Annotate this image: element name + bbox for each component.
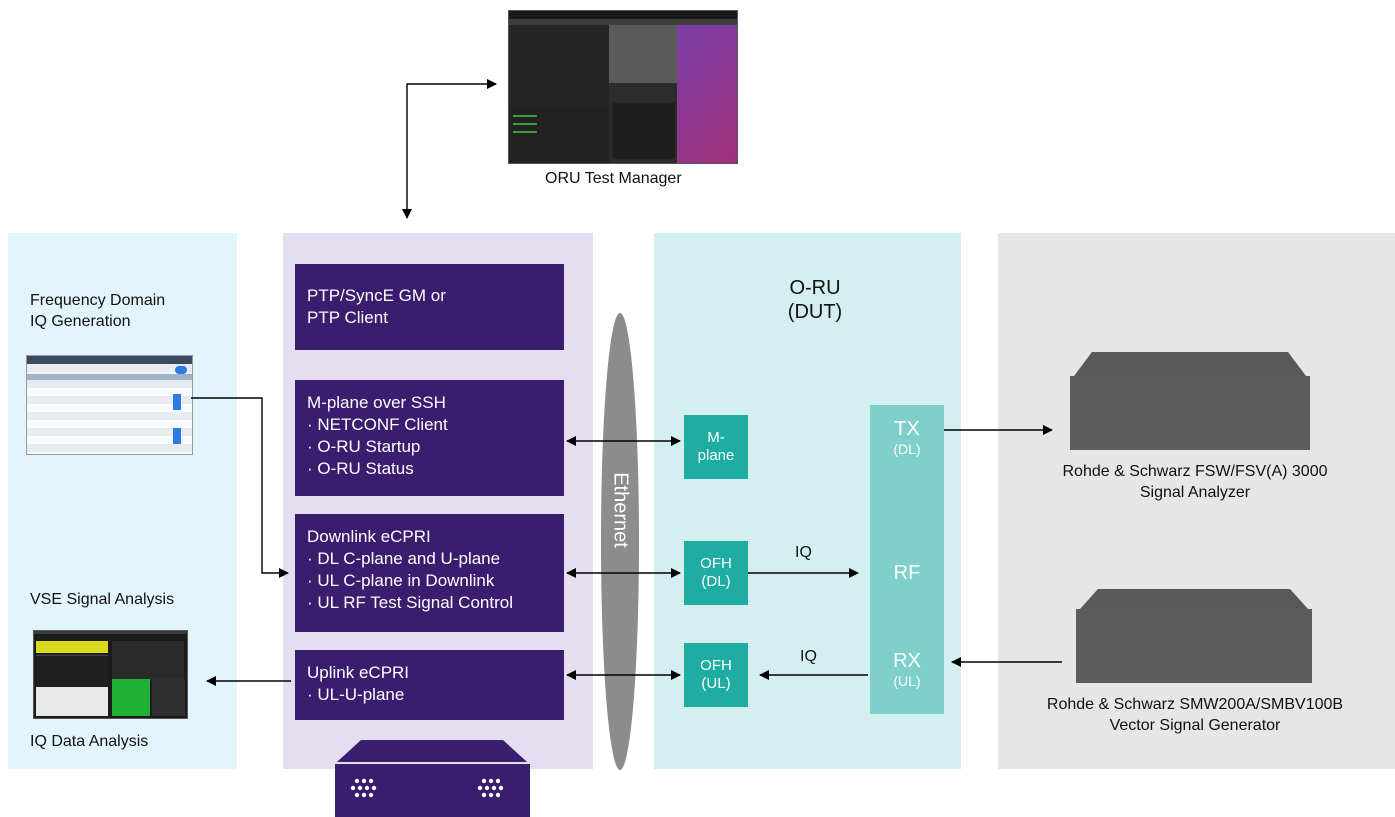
- vse-signal-analysis-title: VSE Signal Analysis: [30, 591, 175, 608]
- oru-title: O-RU (DUT): [760, 276, 870, 324]
- oru-title-line-2: (DUT): [787, 301, 843, 323]
- test-hardware-port-left: [350, 778, 377, 798]
- tx-sub-text: (DL): [893, 441, 921, 457]
- oru-test-manager-label: ORU Test Manager: [545, 170, 682, 187]
- iq-dl-label: IQ: [795, 544, 812, 561]
- downlink-line-3: · UL C-plane in Downlink: [307, 571, 495, 590]
- iq-generation-screenshot: [26, 355, 193, 455]
- signal-analyzer-line-1: Rohde & Schwarz FSW/FSV(A) 3000: [1062, 463, 1328, 480]
- signal-analyzer-label: Rohde & Schwarz FSW/FSV(A) 3000 Signal A…: [1010, 461, 1380, 503]
- test-hardware-top: [337, 740, 527, 762]
- ptp-line-2: PTP Client: [307, 308, 388, 327]
- ofh-dl-line-1: OFH: [700, 555, 732, 572]
- mplane-line-4: · O-RU Status: [307, 459, 414, 478]
- downlink-line-1: Downlink eCPRI: [307, 527, 431, 546]
- signal-analyzer-body: [1070, 376, 1310, 450]
- mplane-box: M-plane over SSH · NETCONF Client · O-RU…: [295, 380, 564, 496]
- testmanager-link: [402, 79, 497, 219]
- uplink-line-2: · UL-U-plane: [307, 685, 405, 704]
- signal-generator-top: [1080, 589, 1308, 609]
- ofh-dl-line-2: (DL): [701, 573, 731, 590]
- signal-generator-body: [1076, 609, 1312, 683]
- ofh-ul-line-1: OFH: [700, 657, 732, 674]
- ethernet-bus: [601, 313, 639, 770]
- downlink-line-4: · UL RF Test Signal Control: [307, 593, 513, 612]
- signal-analyzer-device: [1070, 352, 1310, 450]
- iq-ul-label: IQ: [800, 648, 817, 665]
- signal-generator-line-2: Vector Signal Generator: [1109, 717, 1281, 734]
- iqgen-to-downlink-link: [191, 397, 289, 578]
- ofh-ul-box: OFH (UL): [684, 643, 748, 707]
- freq-domain-title: Frequency Domain: [30, 292, 166, 309]
- signal-analyzer-line-2: Signal Analyzer: [1139, 484, 1251, 501]
- mplane-line-1: M-plane over SSH: [307, 393, 446, 412]
- iq-data-analysis-title: IQ Data Analysis: [30, 733, 149, 750]
- rx-text: RX: [893, 650, 921, 672]
- ofh-dl-box: OFH (DL): [684, 541, 748, 605]
- rf-column: [870, 405, 944, 714]
- oru-mplane-box: M- plane: [684, 415, 748, 479]
- test-hardware-device: [335, 740, 530, 817]
- tx-label: TX (DL): [870, 418, 944, 458]
- mplane-line-3: · O-RU Startup: [307, 437, 421, 456]
- oru-mplane-line-2: plane: [697, 447, 735, 464]
- test-hardware-body: [335, 764, 530, 817]
- uplink-line-1: Uplink eCPRI: [307, 663, 410, 682]
- signal-analyzer-top: [1074, 352, 1306, 376]
- tx-text: TX: [894, 418, 920, 440]
- downlink-box: Downlink eCPRI · DL C-plane and U-plane …: [295, 514, 564, 632]
- iq-generation-title: IQ Generation: [30, 313, 131, 330]
- ofh-ul-line-2: (UL): [701, 675, 731, 692]
- oru-test-manager-screenshot: [508, 10, 738, 164]
- ptp-line-1: PTP/SyncE GM or: [307, 286, 446, 305]
- vse-screenshot: [33, 630, 188, 719]
- test-hardware-port-right: [477, 778, 504, 798]
- signal-generator-line-1: Rohde & Schwarz SMW200A/SMBV100B: [1046, 696, 1344, 713]
- rx-label: RX (UL): [870, 650, 944, 690]
- mplane-line-2: · NETCONF Client: [307, 415, 448, 434]
- oru-title-line-1: O-RU: [789, 277, 841, 299]
- signal-generator-label: Rohde & Schwarz SMW200A/SMBV100B Vector …: [1010, 694, 1380, 736]
- oru-mplane-line-1: M-: [707, 429, 725, 446]
- uplink-box: Uplink eCPRI · UL-U-plane: [295, 650, 564, 720]
- rx-sub-text: (UL): [893, 673, 921, 689]
- ptp-box: PTP/SyncE GM or PTP Client: [295, 264, 564, 350]
- downlink-line-2: · DL C-plane and U-plane: [307, 549, 501, 568]
- rf-label: RF: [893, 562, 921, 584]
- signal-generator-device: [1076, 589, 1312, 683]
